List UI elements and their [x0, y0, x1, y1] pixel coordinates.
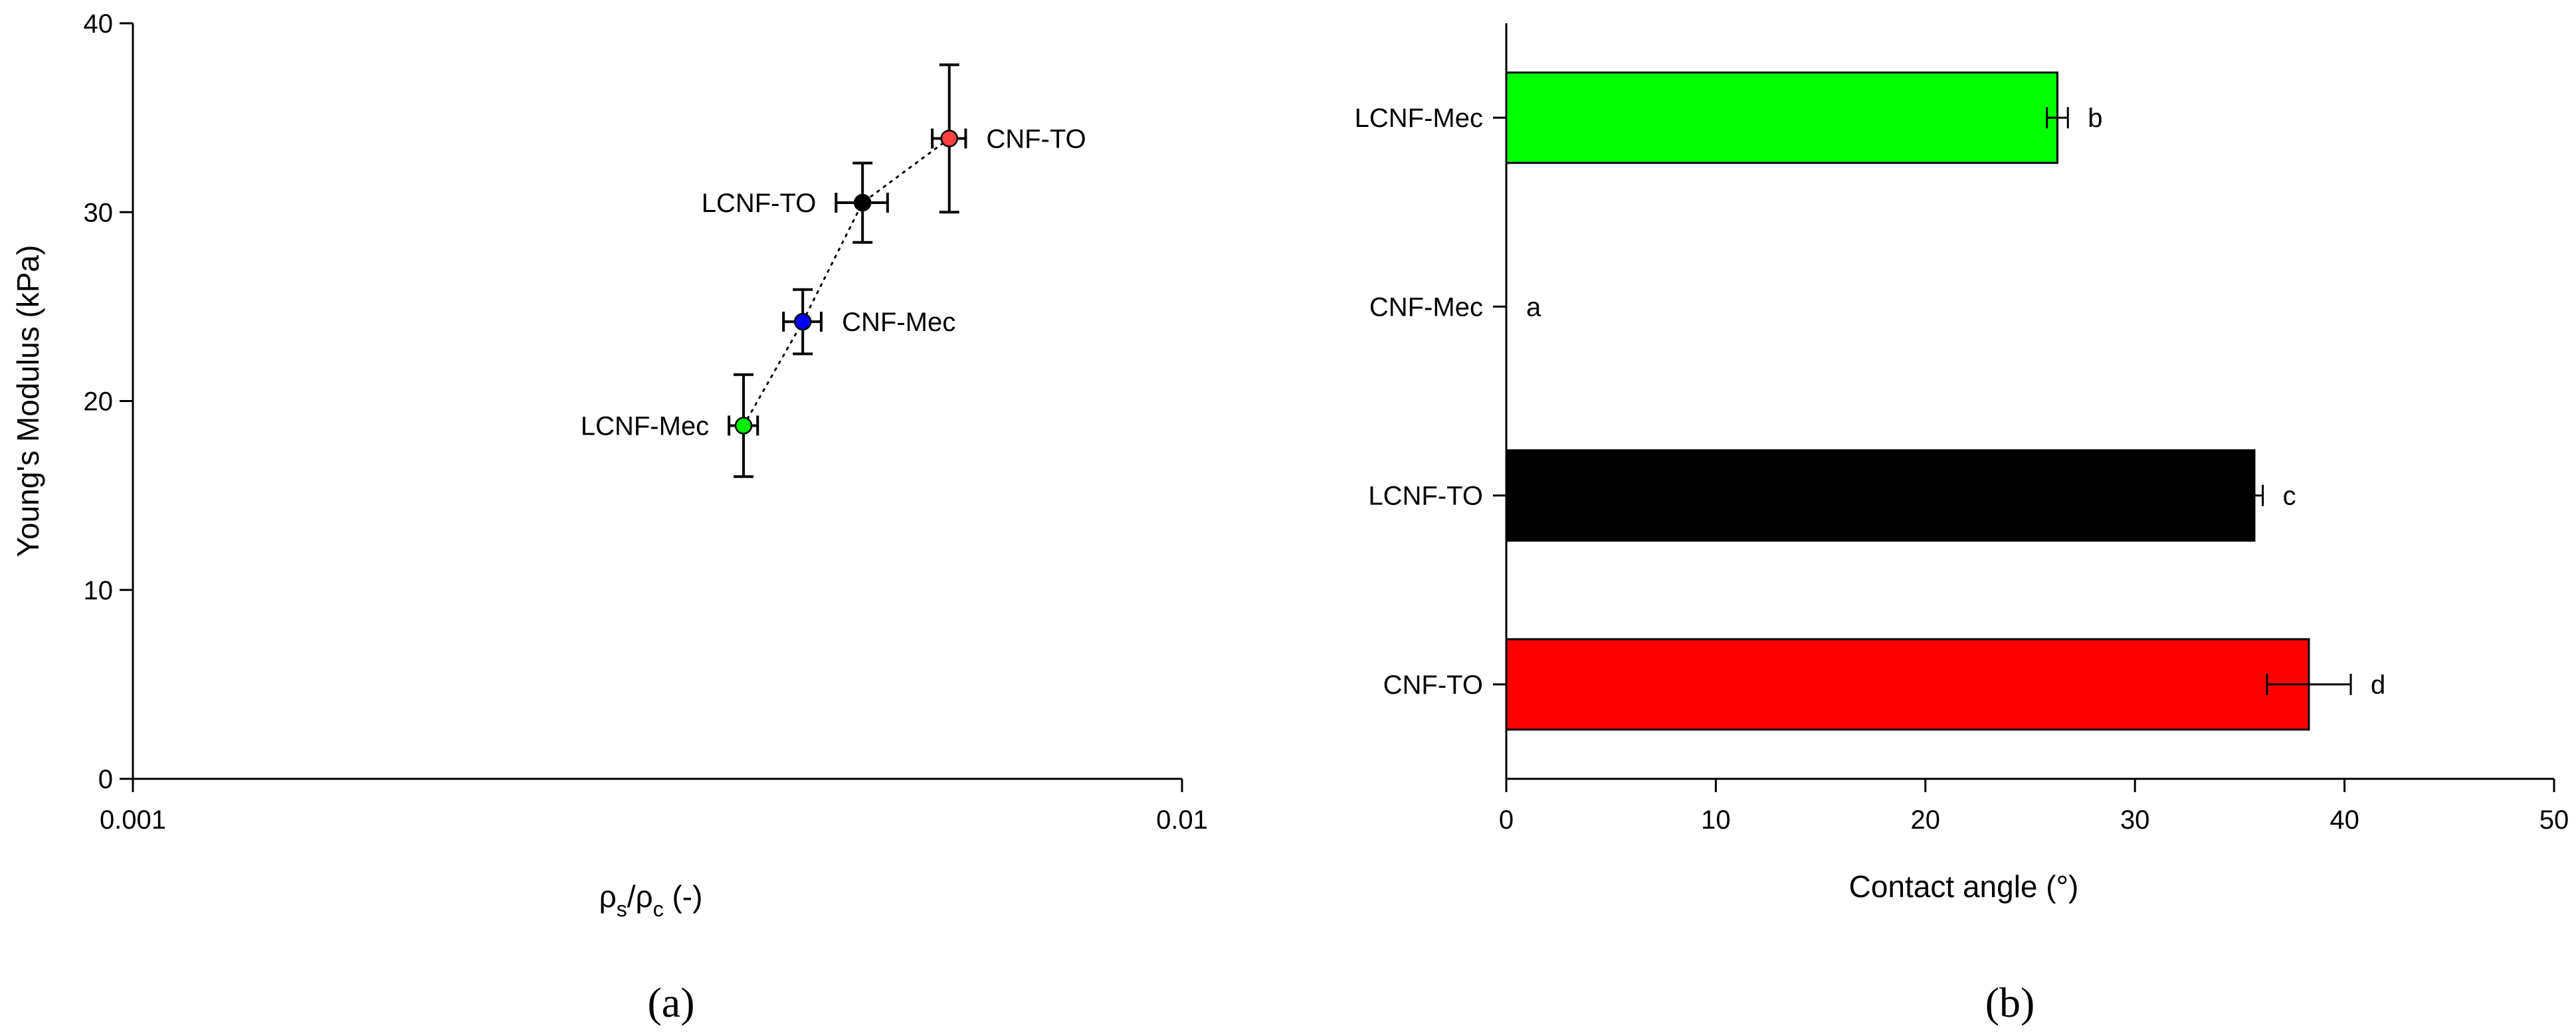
x-axis-label: Contact angle (°) — [1849, 869, 2079, 904]
bar — [1505, 638, 2310, 731]
x-tick-label: 0 — [1499, 805, 1514, 835]
point-label: CNF-Mec — [842, 308, 955, 337]
y-tick-label: 30 — [84, 198, 114, 227]
point-label: LCNF-Mec — [581, 411, 709, 441]
bar — [1505, 71, 2059, 164]
x-axis-label-part: (-) — [664, 879, 703, 914]
significance-letter: b — [2088, 104, 2102, 133]
y-tick-label: 0 — [98, 765, 113, 794]
y-tick-label: 40 — [84, 9, 114, 39]
category-label: CNF-TO — [1383, 671, 1483, 700]
x-axis-label: ρs/ρc (-) — [599, 879, 703, 921]
significance-letter: c — [2283, 482, 2296, 511]
y-tick-label: 20 — [84, 387, 114, 417]
x-tick-label: 0.001 — [100, 805, 166, 835]
x-tick-label: 20 — [1911, 805, 1941, 835]
bar — [1505, 449, 2256, 542]
x-tick-label: 10 — [1701, 805, 1731, 835]
category-label: LCNF-TO — [1368, 482, 1483, 511]
category-label: CNF-Mec — [1369, 292, 1483, 322]
significance-letter: d — [2371, 671, 2385, 700]
panel-label-b: (b) — [1985, 979, 2035, 1026]
panel-label-a: (a) — [647, 979, 694, 1026]
data-point — [793, 312, 812, 331]
x-axis-label-part: ρ — [636, 879, 653, 914]
x-axis-label-part: ρ — [599, 879, 617, 914]
data-point — [734, 417, 753, 435]
x-axis-label-subscript: c — [653, 897, 664, 921]
point-label: LCNF-TO — [702, 189, 817, 218]
point-label: CNF-TO — [986, 124, 1086, 154]
x-tick-label: 40 — [2329, 805, 2359, 835]
x-axis-label-subscript: s — [617, 897, 627, 921]
x-axis-label-part: / — [627, 879, 636, 914]
x-tick-label: 0.01 — [1156, 805, 1208, 835]
x-tick-label: 50 — [2539, 805, 2569, 835]
category-label: LCNF-Mec — [1355, 104, 1483, 133]
scatter-panel: 0 10 20 30 40 0.001 0.01 Young's Modulus (kPa) ρ… — [11, 9, 1208, 921]
x-tick-label: 30 — [2120, 805, 2150, 835]
data-point — [853, 193, 872, 212]
data-point — [940, 130, 958, 148]
significance-letter: a — [1526, 292, 1541, 322]
y-axis-label: Young's Modulus (kPa) — [11, 245, 45, 558]
y-tick-label: 10 — [84, 576, 114, 605]
fit-line — [742, 137, 951, 427]
